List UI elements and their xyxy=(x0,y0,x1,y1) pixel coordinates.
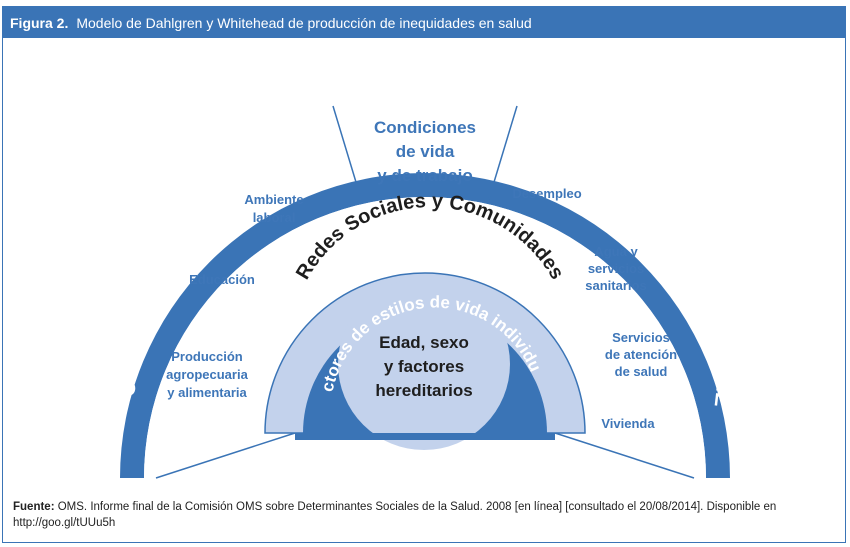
divider-right xyxy=(487,105,518,203)
core-line: Edad, sexo xyxy=(379,333,469,352)
core-text: Edad, sexo y factores hereditarios xyxy=(375,333,472,400)
left-factors: Ambiente laboral Educación Producción ag… xyxy=(166,192,303,400)
divider-bottom-right xyxy=(554,432,695,479)
source-text: OMS. Informe final de la Comisión OMS so… xyxy=(13,501,777,529)
factor-produccion-line: agropecuaria xyxy=(166,367,248,382)
factor-agua-line: servicios xyxy=(588,261,644,276)
source-note: Fuente: OMS. Informe final de la Comisió… xyxy=(13,500,813,531)
factor-servicios-line: Servicios xyxy=(612,330,670,345)
factor-produccion-line: Producción xyxy=(171,349,243,364)
center-panel: Condiciones de vida y de trabajo xyxy=(374,118,476,185)
factor-ambiente-line: Ambiente xyxy=(244,192,303,207)
right-factors: Desempleo Agua y servicios sanitarios Se… xyxy=(512,186,677,431)
center-panel-line: Condiciones xyxy=(374,118,476,137)
divider-left xyxy=(332,105,363,203)
factor-servicios-line: de atención xyxy=(605,347,677,362)
factor-ambiente-line: laboral xyxy=(253,210,296,225)
factor-vivienda: Vivienda xyxy=(601,416,655,431)
outer-label-top: SOCIOECONÓMICAS xyxy=(282,72,521,119)
factor-servicios-line: de salud xyxy=(615,364,668,379)
center-panel-line: de vida xyxy=(396,142,455,161)
source-label: Fuente: xyxy=(13,501,55,513)
factor-agua-line: sanitarios xyxy=(585,278,646,293)
factor-agua-line: Agua y xyxy=(594,244,638,259)
divider-bottom-left xyxy=(155,432,296,479)
factor-educacion: Educación xyxy=(189,272,255,287)
core-circle xyxy=(338,278,510,450)
core-line: y factores xyxy=(384,357,464,376)
core-line: hereditarios xyxy=(375,381,472,400)
figure-title: Modelo de Dahlgren y Whitehead de produc… xyxy=(76,14,532,31)
factor-desempleo: Desempleo xyxy=(512,186,581,201)
figure-label: Figura 2. xyxy=(10,14,69,31)
figure-header: Figura 2. Modelo de Dahlgren y Whitehead… xyxy=(3,7,845,38)
center-panel-line: y de trabajo xyxy=(377,166,472,185)
base-platform xyxy=(295,433,555,440)
factor-produccion-line: y alimentaria xyxy=(167,385,247,400)
